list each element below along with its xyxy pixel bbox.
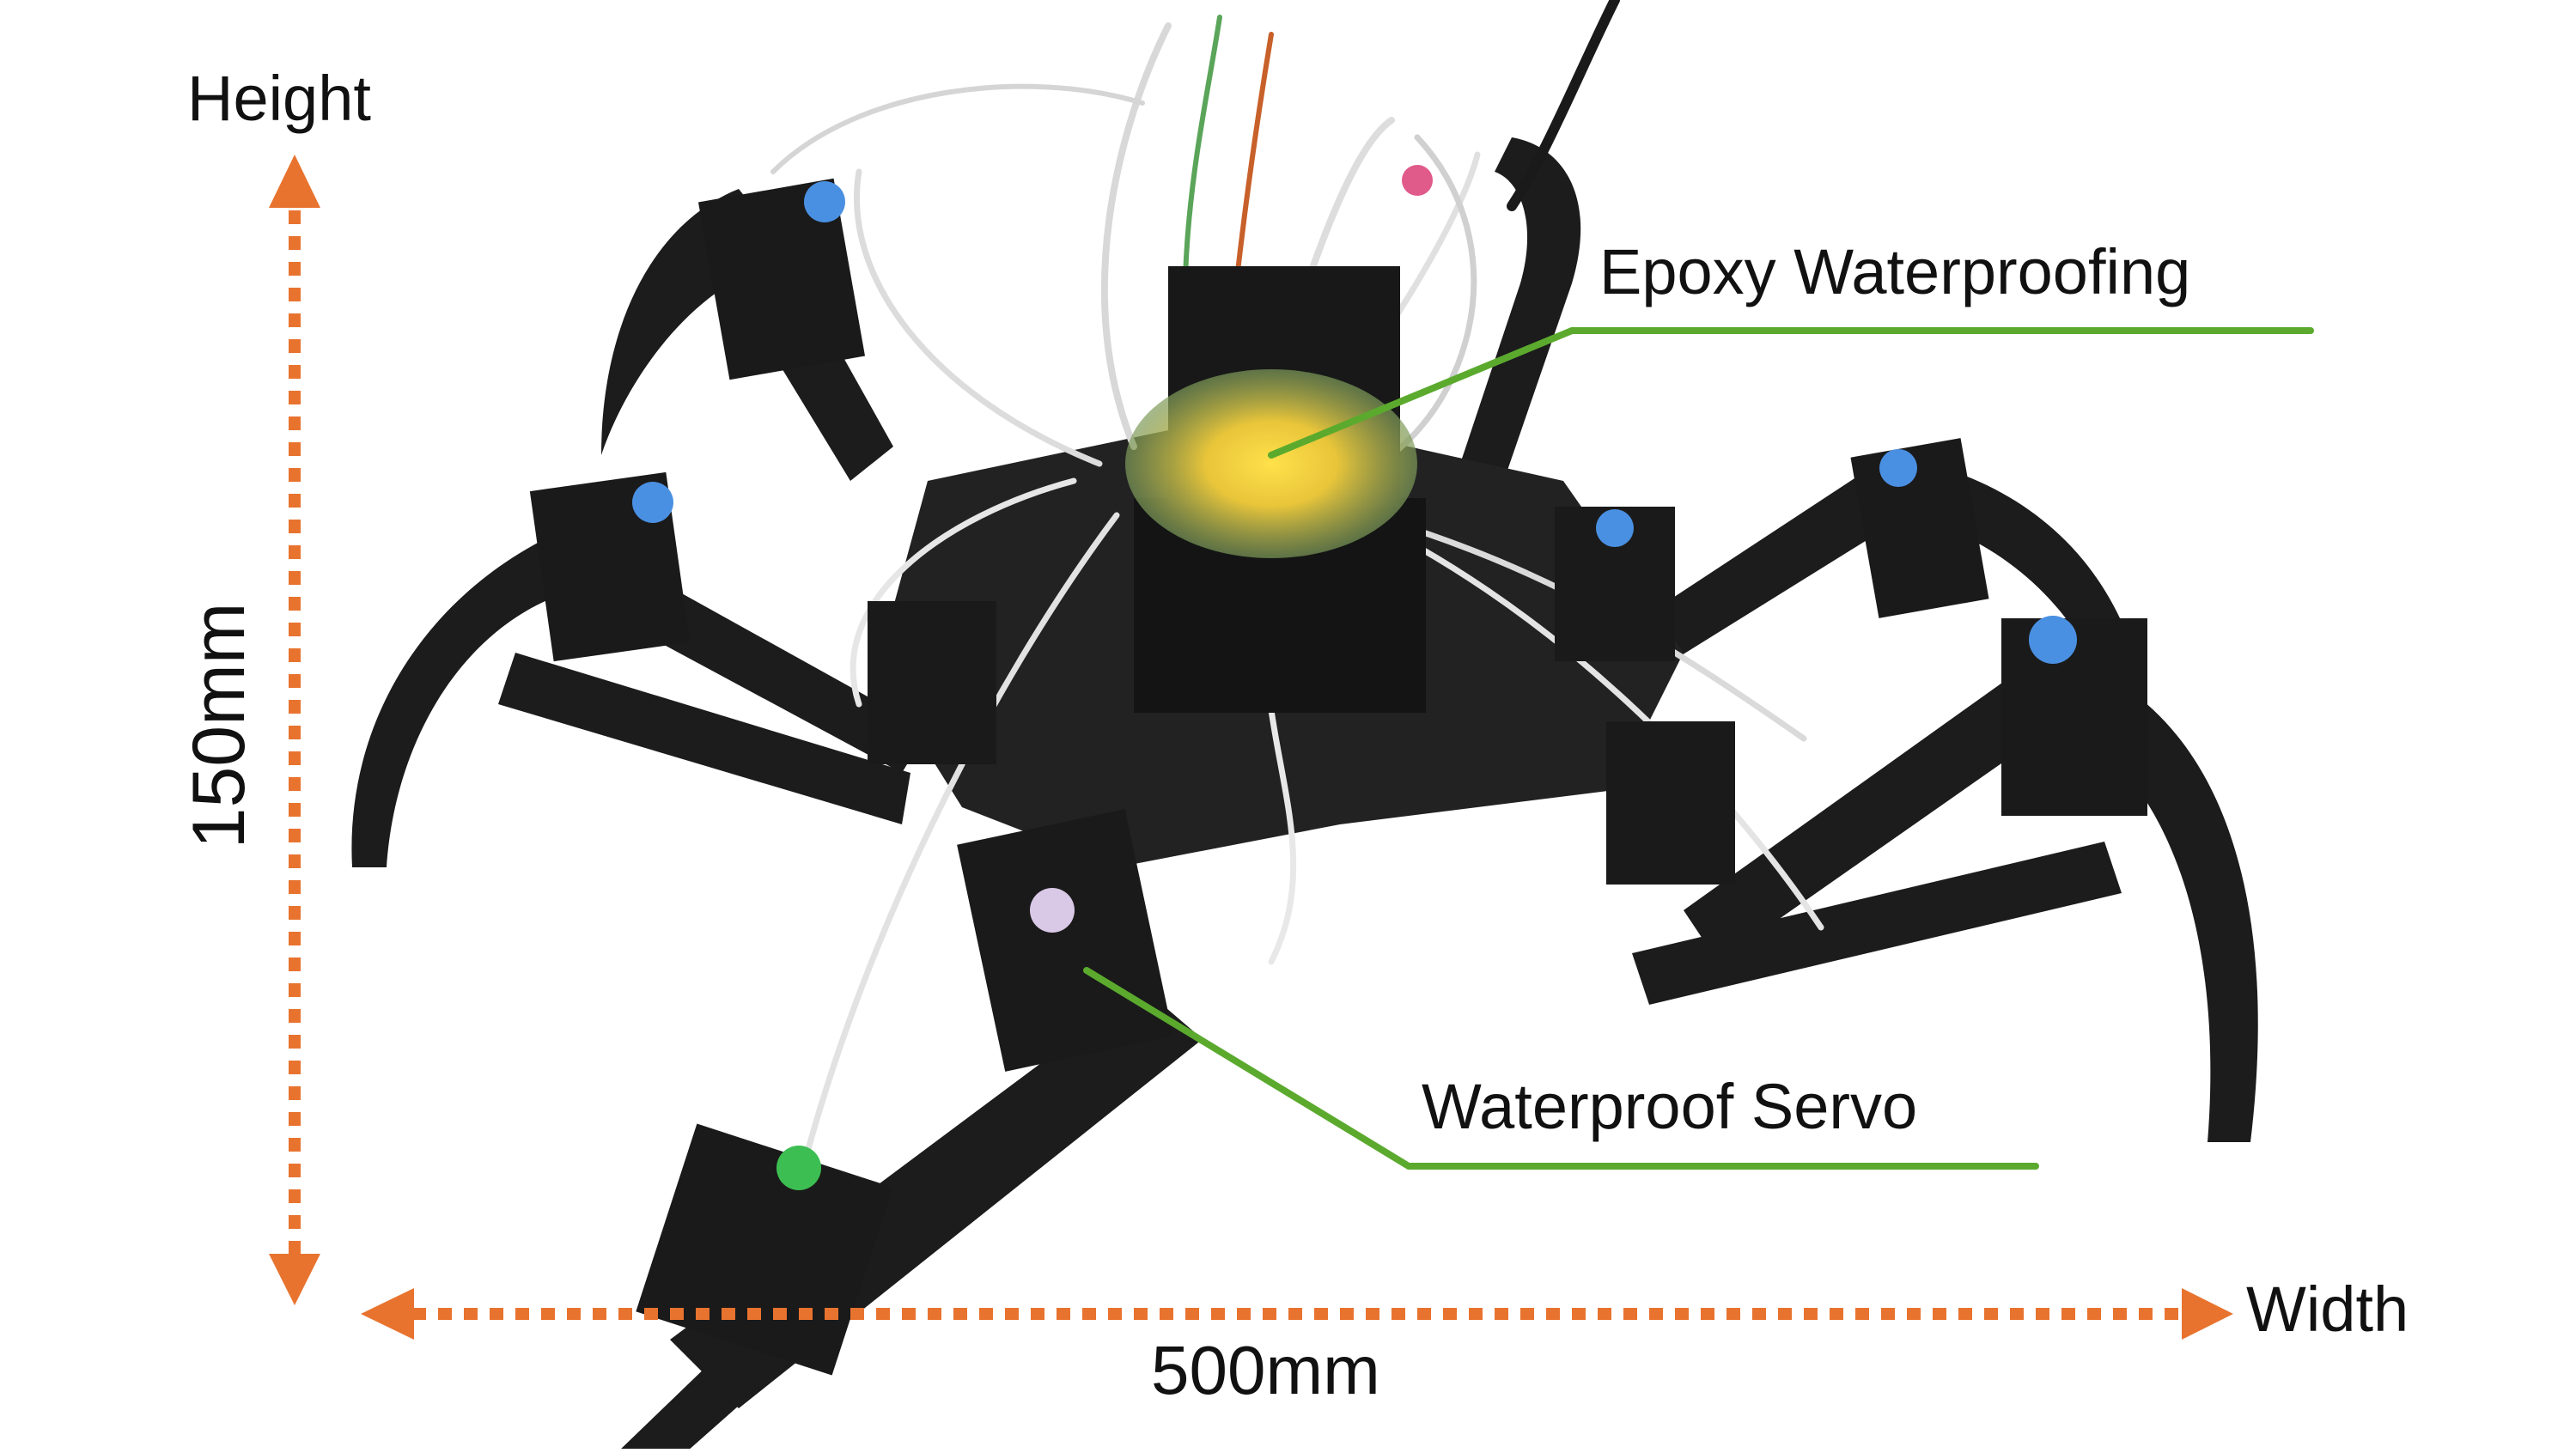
- servo-cap: [632, 482, 673, 523]
- servo: [2001, 618, 2147, 816]
- leg-right-lower-arm: [1632, 842, 2122, 1005]
- servo: [1606, 721, 1735, 885]
- height-label: Height: [187, 63, 371, 134]
- servo-caps: [632, 165, 2077, 1190]
- leg-right-back: [1443, 137, 1581, 532]
- width-arrowhead-left: [361, 1288, 414, 1340]
- servo: [697, 178, 866, 380]
- servo: [1850, 438, 1989, 618]
- callout-lines: [1083, 327, 2314, 1170]
- leg-right-upper: [1563, 455, 2147, 713]
- width-label: Width: [2246, 1274, 2409, 1345]
- callout-line-epoxy: [1268, 327, 2314, 459]
- epoxy-callout-label: Epoxy Waterproofing: [1599, 236, 2191, 307]
- servo-cap: [776, 1146, 821, 1190]
- leg-left-middle-arm: [498, 653, 910, 824]
- servo-cap: [2029, 616, 2077, 664]
- height-arrowhead-bottom: [269, 1254, 320, 1305]
- leg-left-middle: [351, 515, 928, 867]
- servo-cap: [1030, 888, 1075, 933]
- height-arrowhead-top: [269, 155, 320, 208]
- width-value-label: 500mm: [1151, 1332, 1380, 1408]
- servo-cap: [1596, 509, 1634, 547]
- servo-cap: [1402, 165, 1433, 196]
- epoxy-blob: [1125, 369, 1417, 558]
- servo-callout-label: Waterproof Servo: [1422, 1071, 1918, 1142]
- dimension-arrows: [269, 155, 2233, 1340]
- callout-line-servo: [1083, 967, 2039, 1170]
- servo: [957, 809, 1173, 1072]
- leg-left-upper: [601, 189, 893, 481]
- servo-cap: [804, 181, 845, 222]
- height-value-label: 150mm: [178, 602, 260, 849]
- servo: [868, 601, 996, 764]
- width-arrowhead-right: [2182, 1288, 2233, 1340]
- servo-cap: [1879, 449, 1917, 487]
